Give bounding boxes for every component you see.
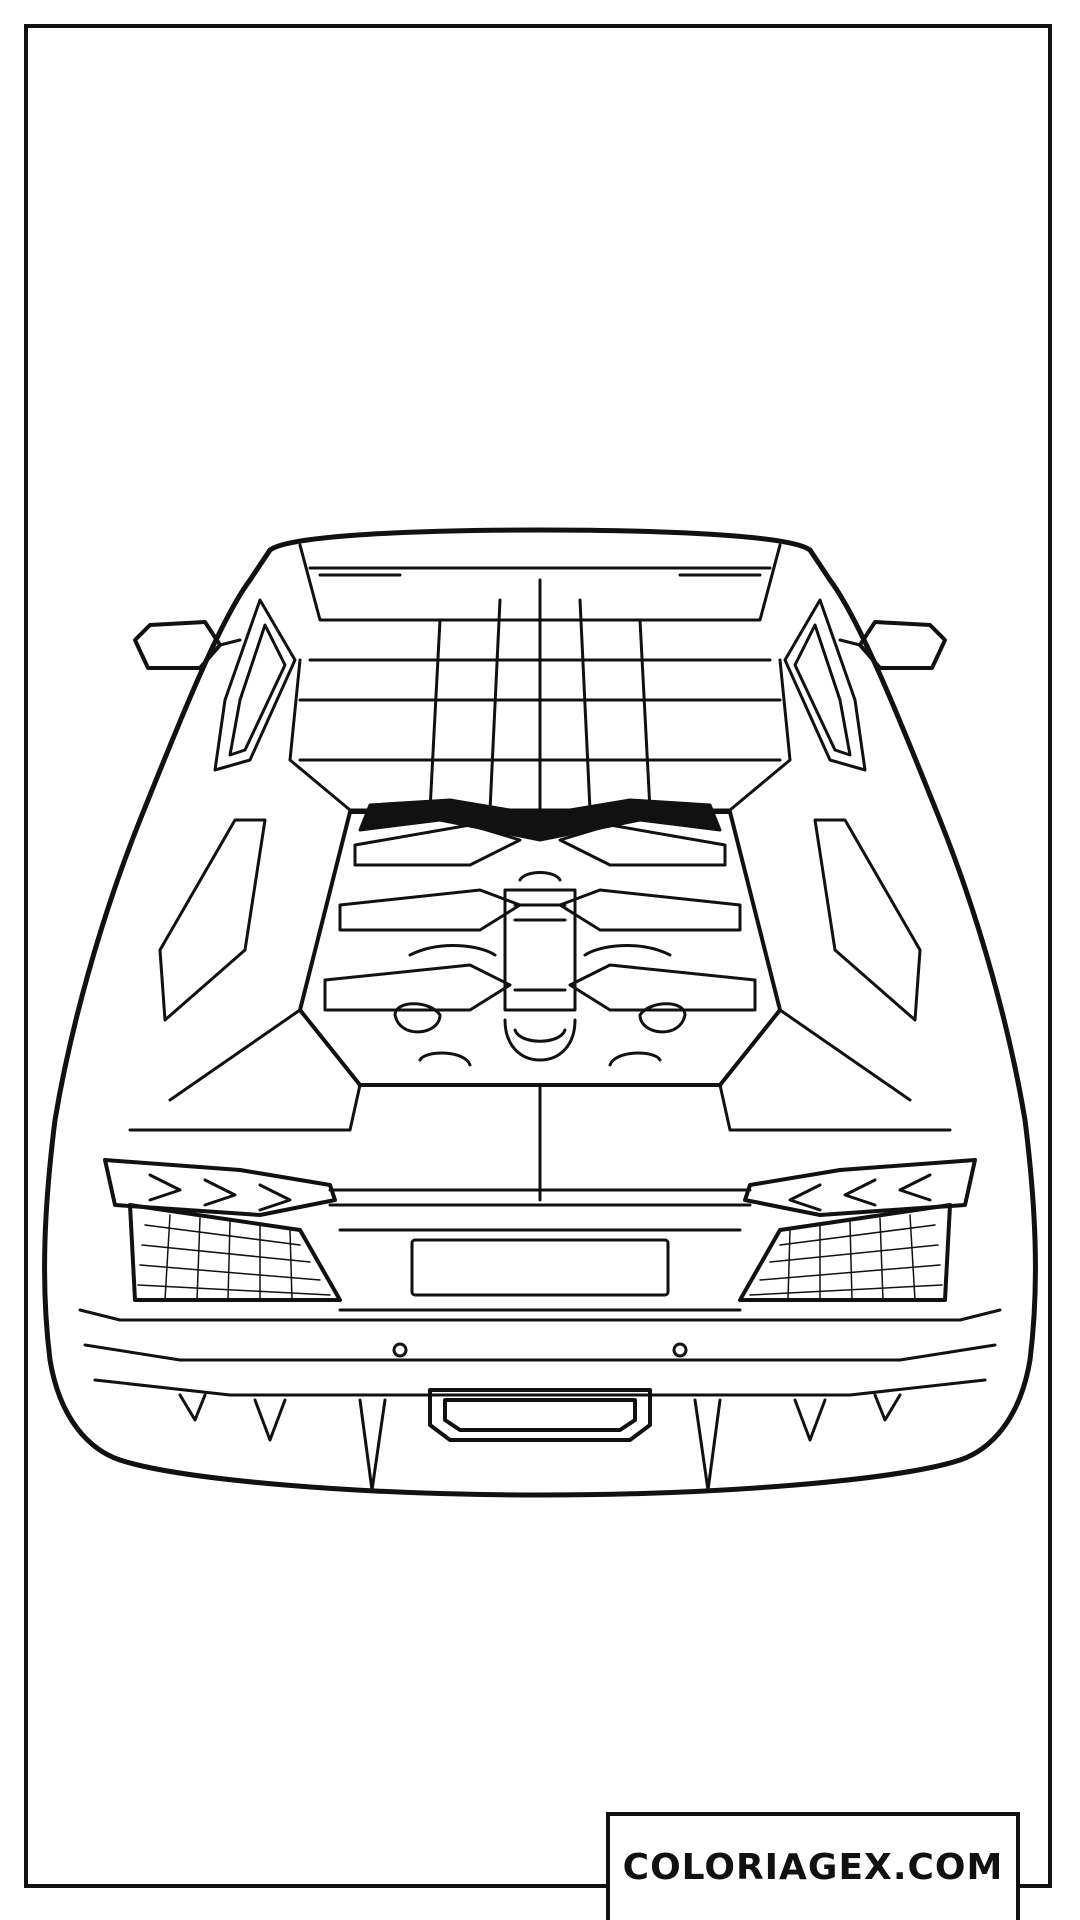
watermark-badge: COLORIAGEX.COM bbox=[606, 1812, 1020, 1920]
left-mirror bbox=[133, 620, 222, 670]
page-frame bbox=[24, 24, 1052, 1888]
louvre-right-2 bbox=[558, 888, 742, 932]
plate-surround bbox=[338, 1228, 742, 1312]
roof-spoiler bbox=[308, 566, 772, 577]
left-mirror-arm bbox=[218, 638, 242, 647]
license-plate bbox=[410, 1238, 670, 1297]
left-grille bbox=[128, 1203, 342, 1302]
right-grille bbox=[738, 1203, 952, 1302]
engine-left-cylinders bbox=[393, 1002, 472, 1067]
louvre-left-1 bbox=[353, 823, 522, 867]
louvre-left-2 bbox=[338, 888, 522, 932]
right-tail-light bbox=[743, 1158, 977, 1217]
engine-intake bbox=[503, 1018, 577, 1062]
left-window bbox=[213, 598, 297, 772]
grille-mesh bbox=[137, 1214, 943, 1301]
engine-pipes bbox=[408, 944, 672, 957]
left-side-intake bbox=[158, 818, 267, 1022]
bumper-sensor-right bbox=[672, 1342, 688, 1358]
bumper-sensor-left bbox=[392, 1342, 408, 1358]
right-mirror-arm bbox=[838, 638, 862, 647]
exhaust bbox=[428, 1388, 652, 1442]
diffuser-fins bbox=[178, 1393, 902, 1492]
right-window-inner bbox=[793, 623, 852, 757]
haunch-lines bbox=[128, 1008, 952, 1202]
right-tail-light-detail bbox=[788, 1173, 932, 1212]
rear-light-bar bbox=[328, 1188, 752, 1207]
body-outline bbox=[42, 527, 1038, 1498]
engine-center bbox=[503, 871, 577, 1012]
right-mirror bbox=[858, 620, 947, 670]
deck-lines bbox=[298, 578, 782, 812]
right-side-intake bbox=[813, 818, 922, 1022]
louvre-right-3 bbox=[568, 963, 757, 1012]
engine-bay bbox=[298, 810, 782, 1087]
watermark-text: COLORIAGEX.COM bbox=[622, 1847, 1004, 1888]
engine-right-cylinders bbox=[608, 1002, 687, 1067]
right-window bbox=[783, 598, 867, 772]
louvre-left-3 bbox=[323, 963, 512, 1012]
left-tail-light-detail bbox=[148, 1173, 292, 1212]
left-window-inner bbox=[228, 623, 287, 757]
louvre-right-1 bbox=[558, 823, 727, 867]
left-tail-light bbox=[103, 1158, 337, 1217]
bumper-lines bbox=[78, 1308, 1002, 1397]
